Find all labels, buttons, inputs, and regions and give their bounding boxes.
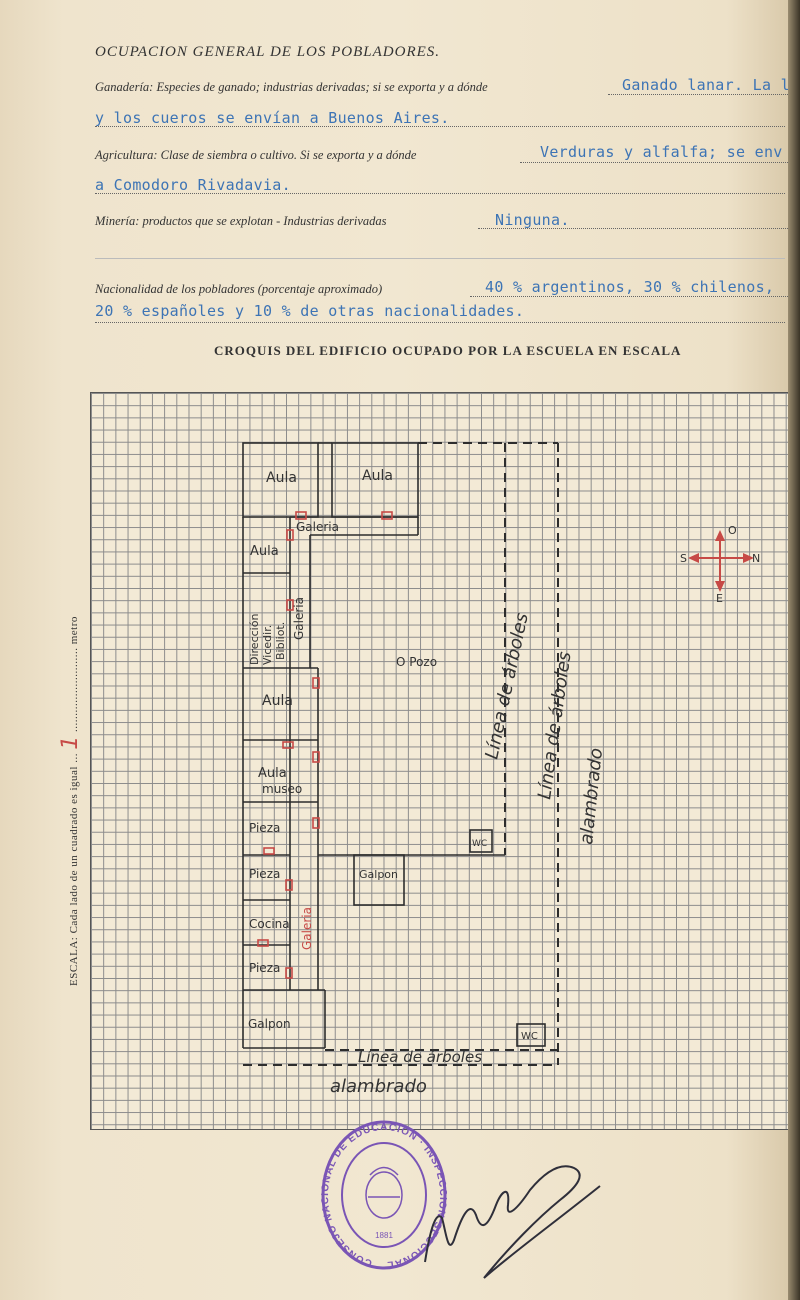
- mineria-answer: Ninguna.: [495, 211, 570, 229]
- section-heading: OCUPACION GENERAL DE LOS POBLADORES.: [95, 44, 441, 60]
- label-cocina: Cocina: [249, 917, 290, 931]
- dotted-line: [95, 126, 785, 127]
- dotted-line: [95, 322, 785, 323]
- stamp-inner-ring: [341, 1142, 427, 1248]
- label-alambrado-2: alambrado: [330, 1076, 427, 1097]
- door-mark: [285, 967, 293, 979]
- ganaderia-label: Ganadería: Especies de ganado; industria…: [95, 80, 488, 94]
- label-aula-2: Aula: [362, 468, 393, 484]
- nacionalidad-answer-2: 20 % españoles y 10 % de otras nacionali…: [95, 302, 525, 320]
- compass-arrow-east: [743, 553, 754, 563]
- aula-1-room: [242, 442, 319, 518]
- label-alambrado-1: alambrado: [576, 747, 607, 846]
- door-mark: [312, 817, 320, 829]
- label-bibliot: Bibliot.: [274, 622, 287, 660]
- ganaderia-answer-1: Ganado lanar. La la: [622, 76, 800, 94]
- door-mark: [286, 599, 294, 611]
- dotted-line: [95, 193, 785, 194]
- label-pieza-2: Pieza: [249, 867, 280, 881]
- signature: [424, 1165, 601, 1279]
- label-vicedir: Vicedir.: [261, 625, 274, 665]
- compass-label-right: N: [752, 552, 760, 565]
- graph-paper-grid: [90, 392, 792, 1130]
- agricultura-answer-2: a Comodoro Rivadavia.: [95, 176, 291, 194]
- vertical-labels: Dirección Vicedir. Bibliot. Galeria Gale…: [248, 597, 607, 1097]
- door-mark: [282, 741, 294, 749]
- croquis-title: CROQUIS DEL EDIFICIO OCUPADO POR LA ESCU…: [214, 343, 682, 358]
- separator-line: [95, 258, 785, 259]
- stamp-outer-ring: [321, 1120, 447, 1270]
- label-linea-arboles-2: Línea de árboles: [534, 650, 576, 800]
- label-galeria-top: Galeria: [296, 520, 339, 534]
- label-pieza-1: Pieza: [249, 821, 280, 835]
- door-mark: [285, 879, 293, 891]
- label-galpon-2: Galpon: [359, 868, 398, 881]
- label-direccion: Dirección: [248, 614, 261, 665]
- compass-label-bottom: E: [716, 592, 723, 605]
- door-mark: [312, 751, 320, 763]
- door-mark: [312, 677, 320, 689]
- door-mark: [381, 511, 393, 520]
- dotted-line: [470, 296, 788, 297]
- label-aula-museo: Aula: [258, 766, 287, 781]
- agricultura-answer-1: Verduras y alfalfa; se env: [540, 143, 783, 161]
- stamp-year: 1881: [375, 1231, 393, 1240]
- agricultura-label: Agricultura: Clase de siembra o cultivo.…: [95, 148, 417, 162]
- label-wc-2: WC: [521, 1031, 538, 1042]
- label-aula-4: Aula: [262, 693, 293, 709]
- compass-arrow-west: [688, 553, 699, 563]
- compass-label-left: S: [680, 552, 687, 565]
- plan-walls: [242, 442, 546, 1049]
- dotted-line: [478, 228, 788, 229]
- label-linea-arboles-1: Línea de árboles: [481, 611, 532, 761]
- label-museo: museo: [262, 782, 302, 796]
- label-aula-3: Aula: [250, 544, 279, 559]
- wc-1-room: [469, 829, 493, 853]
- label-galeria-vertical: Galeria: [292, 597, 306, 640]
- door-mark: [263, 847, 275, 855]
- dotted-line: [520, 162, 788, 163]
- door-marks: [257, 511, 393, 979]
- wc-2-room: [516, 1023, 546, 1047]
- label-galpon-1: Galpon: [248, 1017, 291, 1031]
- dotted-line: [608, 94, 788, 95]
- label-pieza-3: Pieza: [249, 961, 280, 975]
- stamp-shield: [365, 1171, 403, 1219]
- compass-arrow-north: [715, 530, 725, 541]
- compass-rose: O S N E: [680, 524, 760, 605]
- ganaderia-answer-2: y los cueros se envían a Buenos Aires.: [95, 109, 450, 127]
- compass-label-top: O: [728, 524, 737, 537]
- label-linea-arboles-3: Línea de árboles: [358, 1048, 482, 1066]
- mineria-label: Minería: productos que se explotan - Ind…: [95, 214, 387, 228]
- door-mark: [295, 511, 307, 520]
- room-labels: Aula Aula Galeria Aula O Pozo Aula Aula …: [248, 468, 538, 1042]
- nacionalidad-answer-1: 40 % argentinos, 30 % chilenos,: [485, 278, 775, 296]
- label-wc-1: WC: [472, 839, 487, 849]
- door-mark: [257, 939, 269, 947]
- galpon-room: [353, 854, 405, 906]
- compass-arrow-south: [715, 581, 725, 592]
- label-aula-1: Aula: [266, 470, 297, 486]
- label-galeria-low: Galeria: [300, 907, 314, 950]
- door-mark: [286, 529, 294, 541]
- tree-lines-fence: [243, 442, 559, 1066]
- label-pozo: O Pozo: [396, 655, 437, 669]
- stamp-sun: [369, 1166, 399, 1176]
- nacionalidad-label: Nacionalidad de los pobladores (porcenta…: [95, 282, 383, 296]
- binding-edge: [788, 0, 800, 1300]
